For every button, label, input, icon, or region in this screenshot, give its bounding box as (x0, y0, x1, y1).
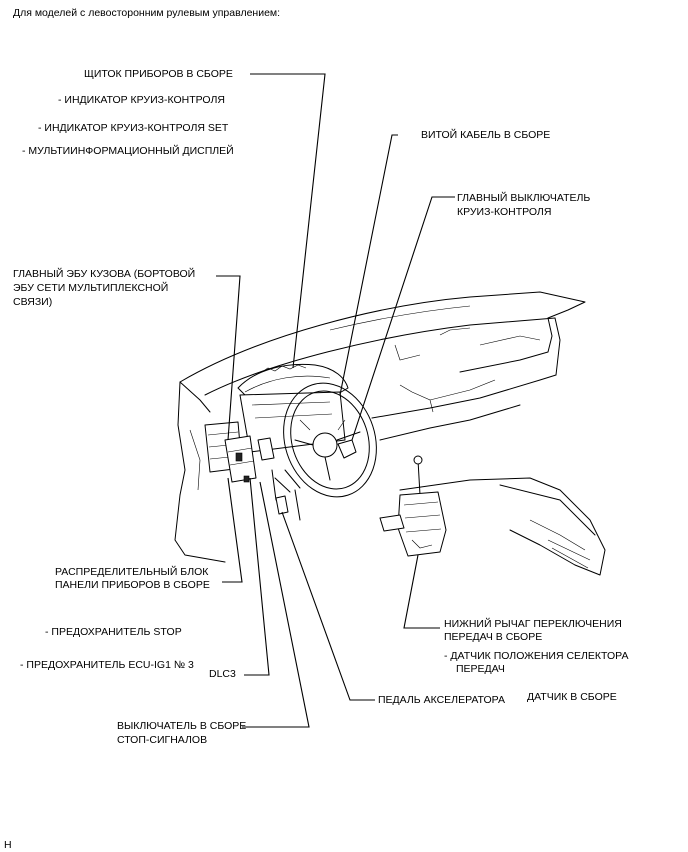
label-fuse-ecu: - ПРЕДОХРАНИТЕЛЬ ECU-IG1 № 3 (20, 659, 194, 671)
label-instrument-cluster: ЩИТОК ПРИБОРОВ В СБОРЕ (84, 68, 233, 80)
label-body-ecu-line2: ЭБУ СЕТИ МУЛЬТИПЛЕКСНОЙ (13, 282, 169, 294)
label-spiral-cable: ВИТОЙ КАБЕЛЬ В СБОРЕ (421, 129, 551, 141)
label-cruise-indicator: - ИНДИКАТОР КРУИЗ-КОНТРОЛЯ (58, 94, 225, 106)
label-shift-sensor-line1: - ДАТЧИК ПОЛОЖЕНИЯ СЕЛЕКТОРА (444, 650, 629, 662)
label-shift-lever-line1: НИЖНИЙ РЫЧАГ ПЕРЕКЛЮЧЕНИЯ (444, 618, 622, 630)
label-body-ecu-line3: СВЯЗИ) (13, 296, 53, 308)
label-body-ecu-line1: ГЛАВНЫЙ ЭБУ КУЗОВА (БОРТОВОЙ (13, 268, 196, 280)
label-accel-pedal: ПЕДАЛЬ АКСЕЛЕРАТОРА (378, 694, 505, 706)
label-cruise-set-indicator: - ИНДИКАТОР КРУИЗ-КОНТРОЛЯ SET (38, 122, 229, 134)
label-stop-switch-line1: ВЫКЛЮЧАТЕЛЬ В СБОРЕ (117, 720, 247, 732)
label-sensor-assy: ДАТЧИК В СБОРЕ (527, 691, 617, 703)
label-shift-sensor-line2: ПЕРЕДАЧ (456, 663, 505, 675)
label-cruise-switch-line2: КРУИЗ-КОНТРОЛЯ (457, 206, 552, 218)
label-fuse-stop: - ПРЕДОХРАНИТЕЛЬ STOP (45, 626, 182, 638)
label-junction-block-line1: РАСПРЕДЕЛИТЕЛЬНЫЙ БЛОК (55, 566, 209, 578)
footer-code: H (4, 839, 12, 851)
header-title: Для моделей с левосторонним рулевым упра… (13, 7, 281, 19)
label-stop-switch-line2: СТОП-СИГНАЛОВ (117, 734, 208, 746)
label-junction-block-line2: ПАНЕЛИ ПРИБОРОВ В СБОРЕ (55, 579, 210, 591)
label-multi-display: - МУЛЬТИИНФОРМАЦИОННЫЙ ДИСПЛЕЙ (22, 145, 234, 157)
label-cruise-switch-line1: ГЛАВНЫЙ ВЫКЛЮЧАТЕЛЬ (457, 192, 591, 204)
label-shift-lever-line2: ПЕРЕДАЧ В СБОРЕ (444, 631, 543, 643)
label-dlc3: DLC3 (209, 668, 236, 680)
